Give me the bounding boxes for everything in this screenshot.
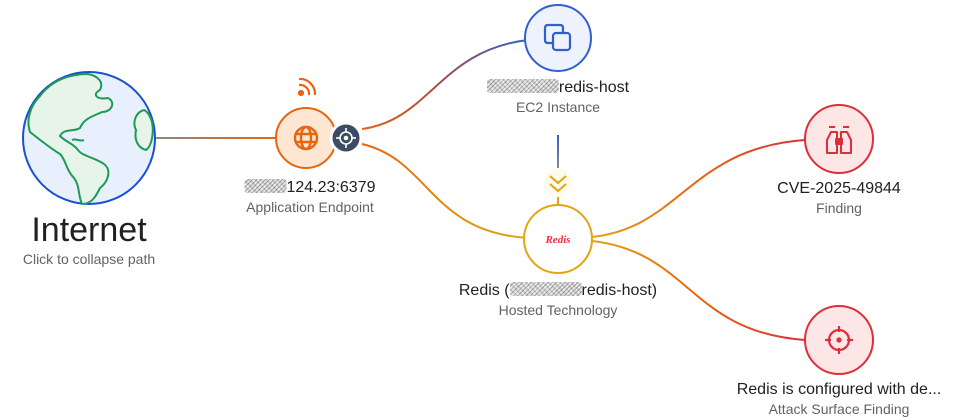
edge-endpoint-redis [361,143,529,239]
node-application-endpoint[interactable] [275,77,337,169]
ec2-title: redis-host [558,79,630,96]
copy-squares-icon [543,23,572,52]
node-finding-cve[interactable] [804,104,874,174]
redis-label: Redis ( redis-host) Hosted Technology [459,281,657,319]
endpoint-subtitle: Application Endpoint [246,199,374,215]
endpoint-target-badge[interactable] [329,121,363,155]
crosshair-icon [825,326,853,354]
redis-title-suffix: redis-host) [581,282,658,299]
collapse-path-link[interactable]: Click to collapse path [22,251,156,267]
cve-label: CVE-2025-49844 Finding [777,179,901,217]
internet-label[interactable]: Internet Click to collapse path [23,210,155,268]
cve-subtitle: Finding [816,200,862,216]
edge-redis-cve [591,139,806,238]
node-attack-surface-finding[interactable] [804,305,874,375]
attack-label: Redis is configured with de... Attack Su… [737,380,942,418]
web-globe-icon [293,125,319,151]
globe-icon [22,71,156,205]
redis-subtitle: Hosted Technology [498,302,618,318]
endpoint-title: 124.23:6379 [286,179,376,196]
ec2-label: redis-host EC2 Instance [486,78,630,116]
node-hosted-technology[interactable]: Redis [523,204,593,274]
redis-logo: Redis [544,234,570,246]
endpoint-label: 124.23:6379 Application Endpoint [244,178,376,216]
redis-title-prefix: Redis ( [458,282,510,299]
edge-redis-attack [591,240,806,341]
crosshair-target-icon [336,128,356,148]
node-ec2-instance[interactable] [524,4,592,72]
redacted-ip-prefix [244,179,287,193]
cve-title: CVE-2025-49844 [777,180,901,197]
node-internet[interactable] [22,71,156,205]
binoculars-icon [826,126,852,154]
rss-feed-icon [297,77,317,97]
internet-title: Internet [31,211,147,249]
attack-title: Redis is configured with de... [736,381,942,398]
double-chevron-down-icon [544,168,572,196]
redacted-host-prefix [509,282,582,296]
edge-endpoint-ec2 [361,39,529,130]
ec2-subtitle: EC2 Instance [515,99,601,115]
attack-subtitle: Attack Surface Finding [768,401,910,417]
redacted-host-prefix [486,79,559,93]
